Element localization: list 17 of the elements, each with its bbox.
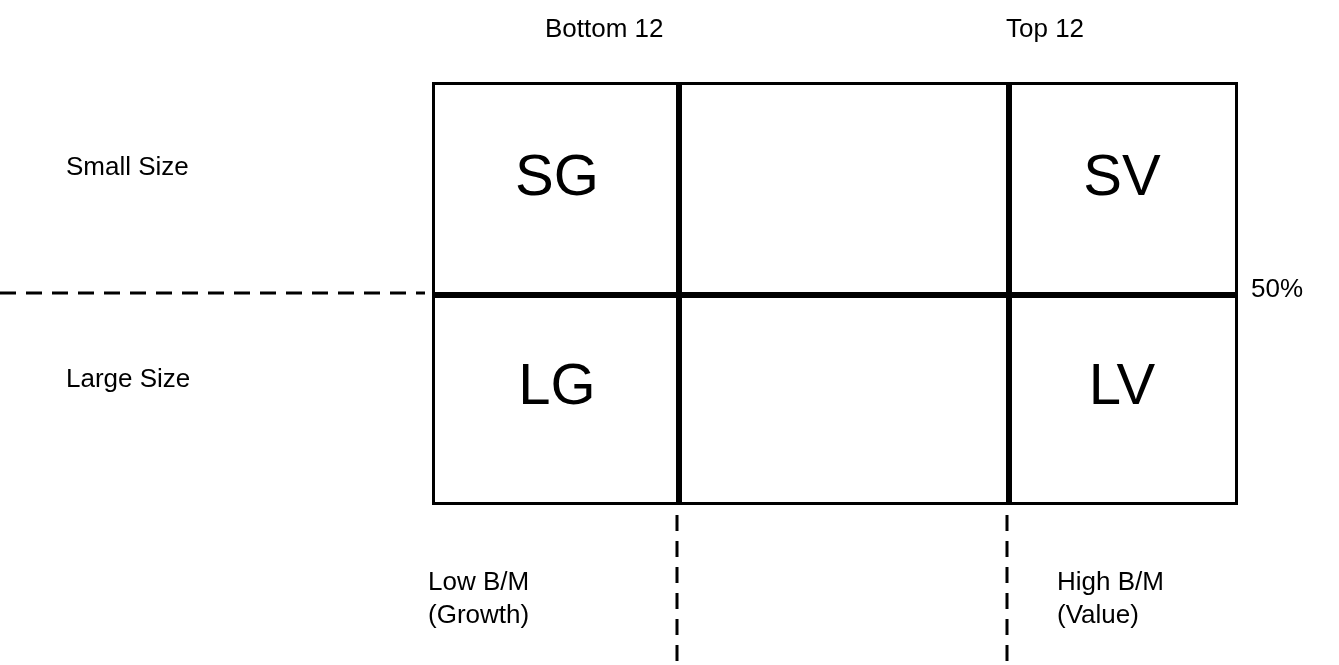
empty-grid-cell [676,82,1012,298]
grid-cell [1006,292,1238,505]
grid-cell [432,292,682,505]
column-heading: Bottom 12 [545,12,664,45]
grid-cell [432,82,682,298]
breakpoint-label: 50% [1251,272,1304,305]
portfolio-label: SV [1083,146,1161,204]
column-heading: Top 12 [1006,12,1085,45]
row-heading: Small Size [66,150,189,183]
portfolio-label: LG [518,354,596,413]
portfolio-label: SG [515,146,599,204]
axis-note: Low B/M (Growth) [428,565,531,630]
portfolio-label: LV [1088,354,1156,413]
row-heading: Large Size [66,362,191,395]
empty-grid-cell [676,292,1012,505]
axis-note: High B/M (Value) [1057,565,1165,630]
grid-cell [1006,82,1238,298]
